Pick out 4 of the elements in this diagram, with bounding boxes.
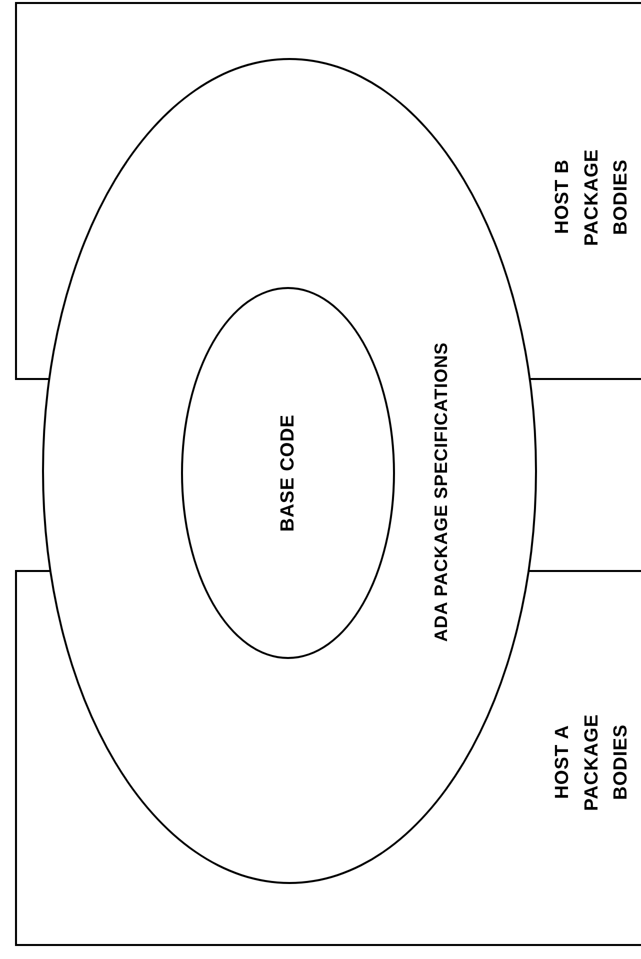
- node-label: BASE CODE: [276, 414, 300, 532]
- node-label: HOST B PACKAGE BODIES: [550, 147, 633, 248]
- node-label: ADA PACKAGE SPECIFICATIONS: [430, 342, 452, 642]
- node-label: HOST A PACKAGE BODIES: [550, 712, 633, 813]
